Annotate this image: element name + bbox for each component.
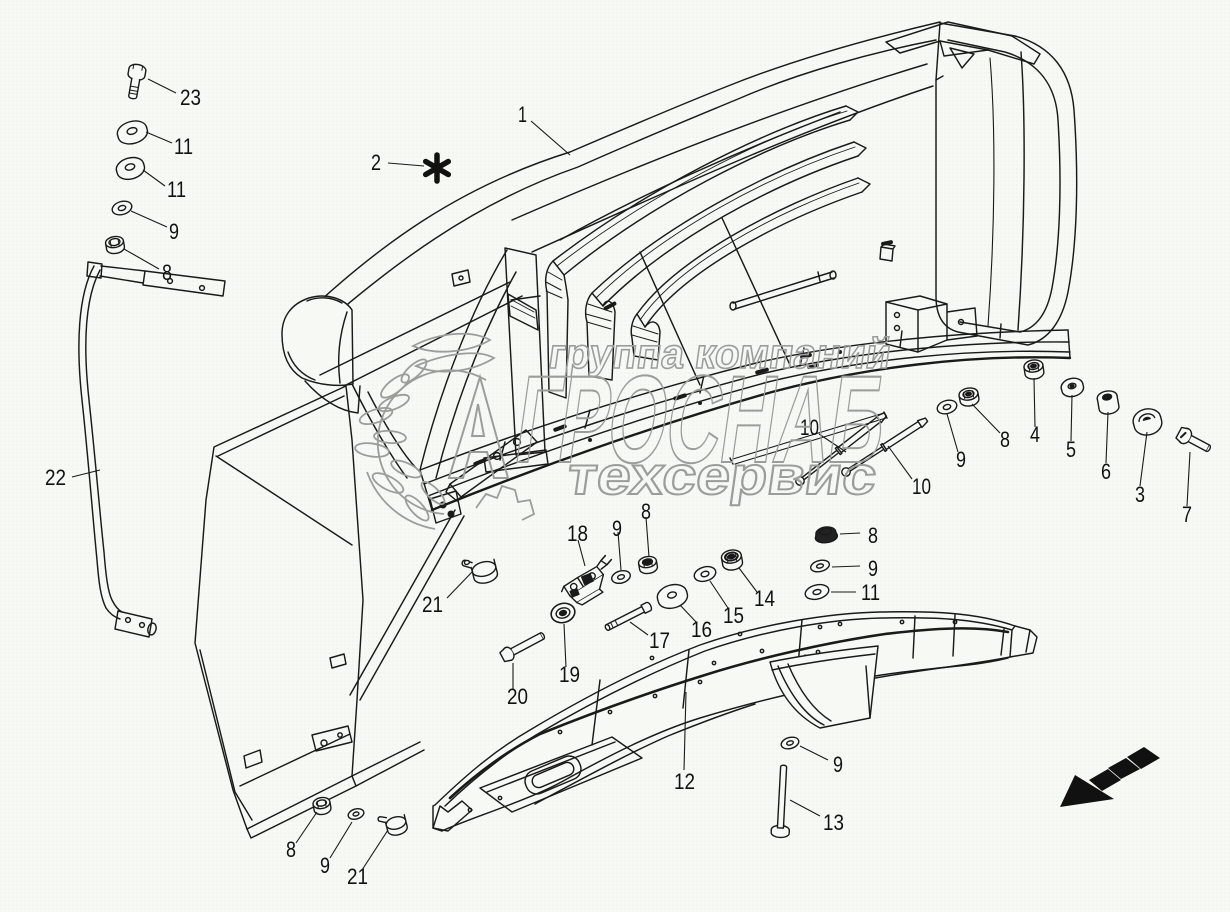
svg-text:8: 8 (286, 837, 296, 862)
svg-text:9: 9 (612, 516, 622, 541)
svg-text:9: 9 (868, 556, 878, 581)
svg-text:8: 8 (641, 499, 651, 524)
svg-text:11: 11 (167, 177, 186, 202)
svg-text:10: 10 (800, 415, 819, 440)
svg-text:техсервис: техсервис (563, 446, 880, 506)
svg-text:8: 8 (868, 523, 878, 548)
svg-text:1: 1 (518, 102, 527, 127)
svg-text:8: 8 (1000, 427, 1010, 452)
svg-text:9: 9 (956, 447, 966, 472)
svg-text:19: 19 (559, 662, 580, 687)
svg-text:9: 9 (833, 752, 843, 777)
svg-text:21: 21 (422, 592, 443, 617)
svg-text:4: 4 (1030, 422, 1040, 447)
svg-text:14: 14 (754, 586, 775, 611)
svg-text:22: 22 (45, 465, 66, 490)
svg-text:13: 13 (823, 810, 844, 835)
svg-text:7: 7 (1182, 502, 1192, 527)
svg-text:9: 9 (169, 219, 179, 244)
svg-text:15: 15 (723, 603, 744, 628)
svg-text:17: 17 (649, 628, 670, 653)
svg-text:11: 11 (174, 134, 193, 159)
svg-text:16: 16 (691, 617, 712, 642)
svg-text:20: 20 (507, 684, 528, 709)
svg-text:18: 18 (567, 521, 588, 546)
svg-text:ГРОСНАБ: ГРОСНАБ (508, 351, 894, 489)
svg-text:группа компаний: группа компаний (546, 330, 895, 377)
svg-text:6: 6 (1101, 459, 1111, 484)
svg-text:3: 3 (1135, 482, 1145, 507)
svg-text:23: 23 (180, 85, 201, 110)
svg-text:12: 12 (674, 769, 695, 794)
svg-text:10: 10 (912, 474, 931, 499)
svg-text:8: 8 (162, 260, 172, 285)
svg-text:2: 2 (371, 150, 381, 175)
svg-text:11: 11 (861, 580, 880, 605)
svg-text:21: 21 (347, 864, 368, 889)
svg-text:5: 5 (1066, 437, 1076, 462)
svg-text:9: 9 (320, 853, 330, 878)
